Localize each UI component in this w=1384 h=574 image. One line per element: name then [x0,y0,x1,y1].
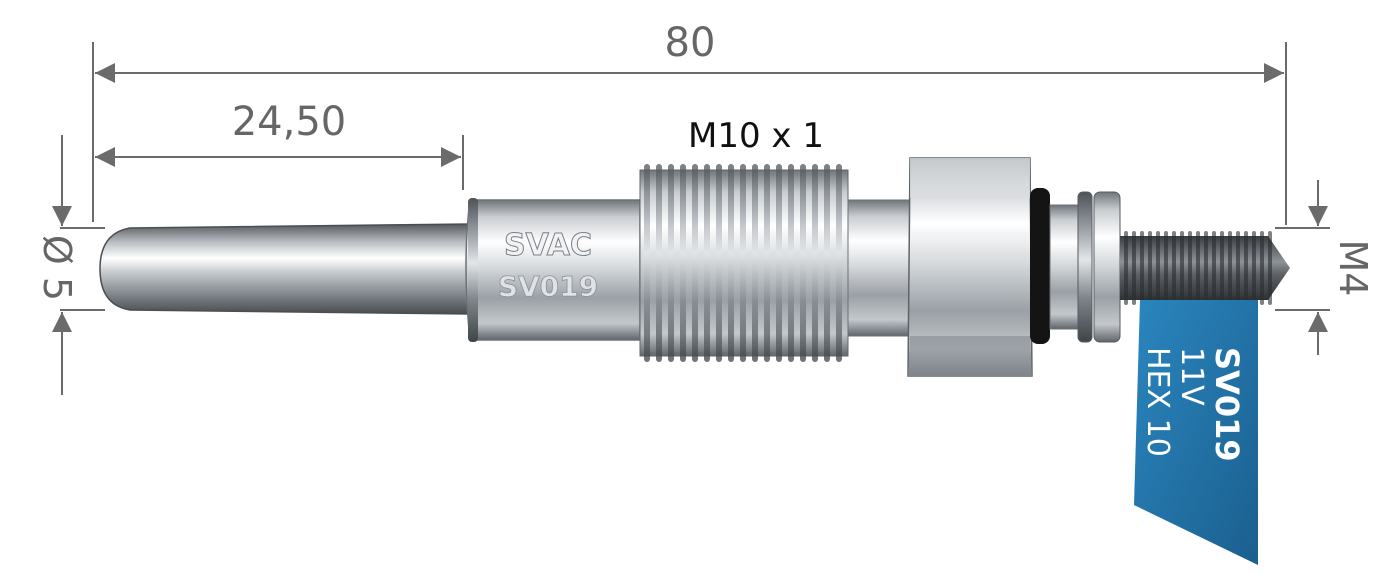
plug-neck [847,199,911,337]
terminal-thread-ridge [1148,231,1152,305]
seal-ring [1030,188,1050,344]
terminal-thread-ridge [1212,231,1216,305]
terminal-thread-ridge [1172,231,1176,305]
glow-plug: SVAC SV019 [99,157,1290,377]
terminal-thread-ridge [1188,231,1192,305]
terminal-thread-ridge [1268,231,1272,305]
thread-ridge [728,164,734,362]
tip-length-label: 24,50 [232,99,347,145]
thread-ridge [656,164,662,362]
thread-ridge [704,164,710,362]
plug-shank [465,199,641,341]
terminal-thread-ridge [1260,231,1264,305]
hex-face-top [910,158,1030,198]
terminal-thread-ridge [1204,231,1208,305]
terminal-thread-ridge [1220,231,1224,305]
terminal-thread-ridge [1236,231,1240,305]
thread-ridge [824,164,830,362]
tag-background [1134,300,1258,565]
thread-ridge [644,164,650,362]
body-thread-label: M10 x 1 [688,116,824,156]
thread-ridge [668,164,674,362]
part-code-marking: SV019 [498,270,598,303]
thread-ridge [776,164,782,362]
terminal-thread-ridge [1252,231,1256,305]
tip-diameter-label: Ø 5 [35,235,79,301]
hex-face-bottom [908,336,1032,376]
brand-marking: SVAC [504,228,592,263]
dimension-lines [52,42,1330,395]
heater-tip [99,223,471,315]
thread-ridge [740,164,746,362]
terminal-thread-ridge [1228,231,1232,305]
tag-voltage: 11V [1174,347,1209,406]
terminal-collar [1049,204,1079,330]
terminal-thread-ridge [1244,231,1248,305]
terminal-washer-1 [1077,191,1093,343]
terminal-thread-label: M4 [1331,240,1375,297]
thread-ridge [812,164,818,362]
thread-ridge [680,164,686,362]
terminal-thread-ridge [1196,231,1200,305]
thread-ridge [764,164,770,362]
shank-chamfer [468,198,478,342]
thread-ridge [836,164,842,362]
product-tag: SV019 11V HEX 10 [1134,300,1258,565]
terminal-thread-ridge [1124,231,1128,305]
terminal-thread [1120,231,1290,305]
thread-ridge [692,164,698,362]
terminal-thread-ridge [1164,231,1168,305]
tag-code: SV019 [1208,347,1246,462]
terminal-washer-2 [1093,191,1121,343]
thread-ridge [716,164,722,362]
tag-hex: HEX 10 [1140,347,1175,457]
body-thread [639,164,849,362]
terminal-thread-ridge [1156,231,1160,305]
terminal-thread-ridge [1180,231,1184,305]
thread-ridge [800,164,806,362]
terminal-thread-ridge [1132,231,1136,305]
terminal-thread-ridge [1140,231,1144,305]
overall-length-label: 80 [665,20,716,66]
thread-ridge [752,164,758,362]
thread-ridge [788,164,794,362]
